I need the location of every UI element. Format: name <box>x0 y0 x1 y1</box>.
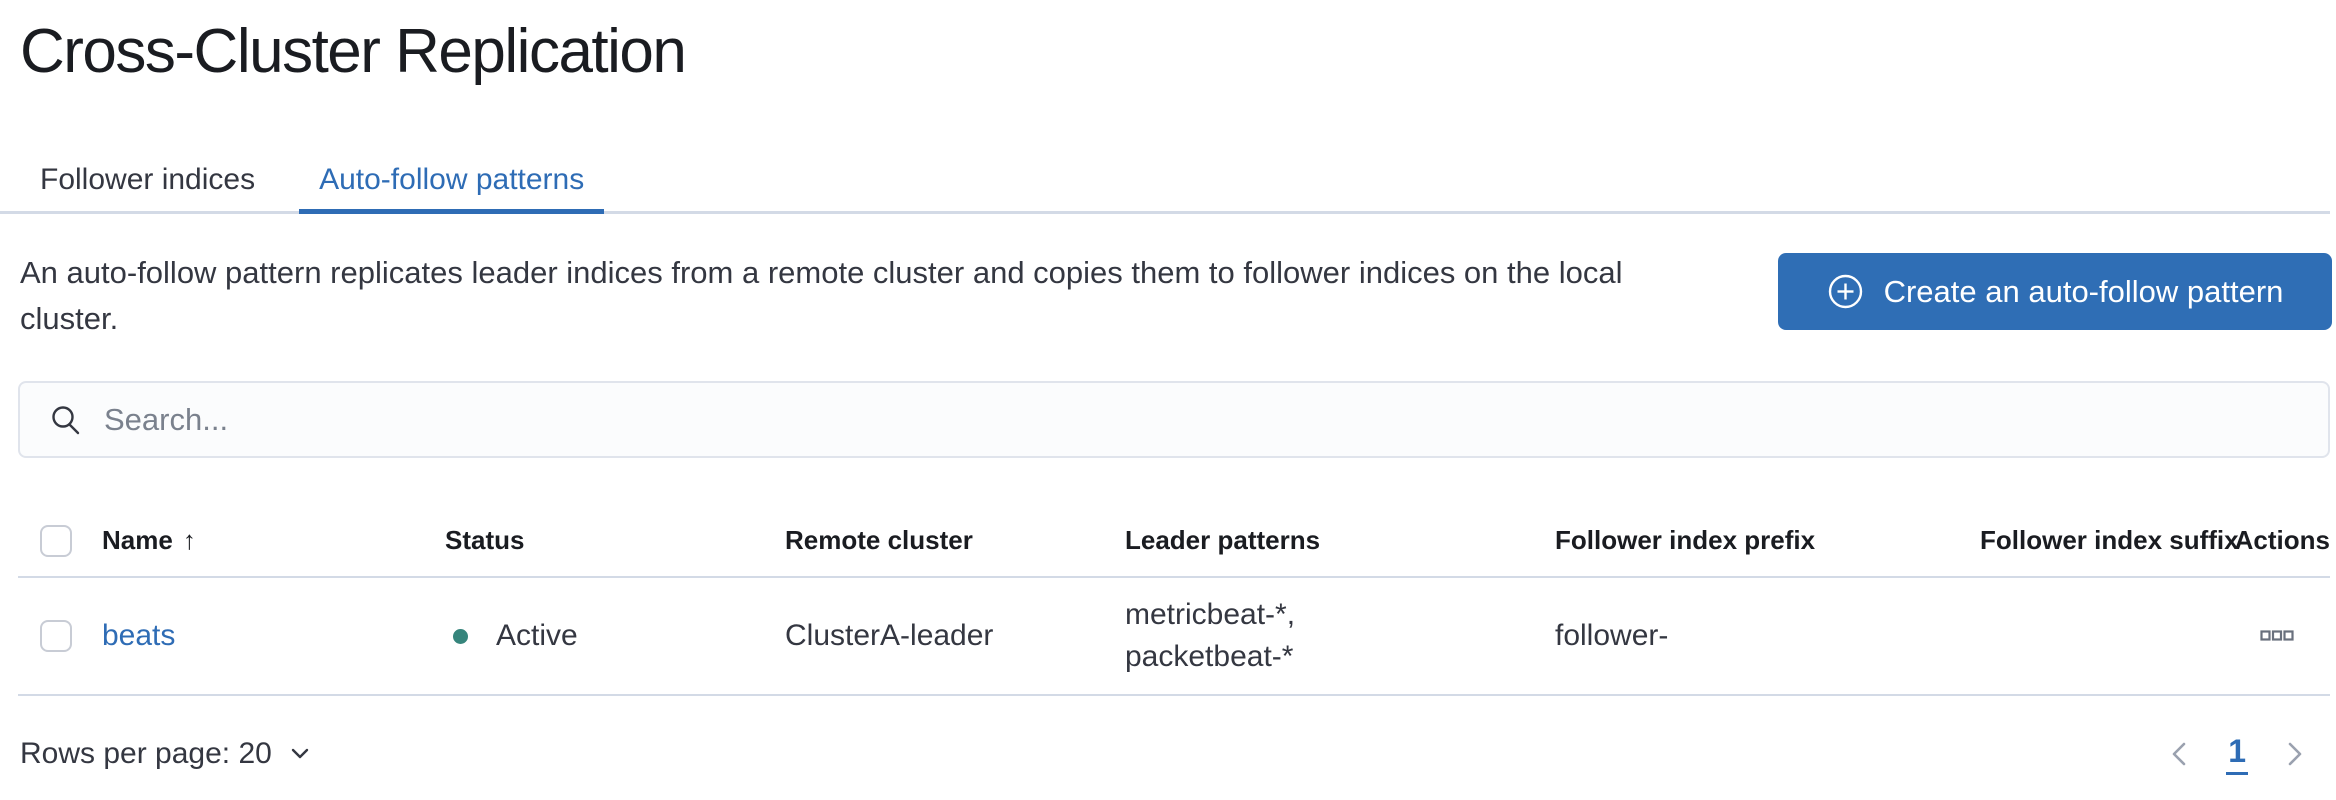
table-row: beats Active ClusterA-leader metricbeat-… <box>18 578 2330 696</box>
column-header-name[interactable]: Name ↑ <box>102 525 445 556</box>
create-auto-follow-pattern-button[interactable]: Create an auto-follow pattern <box>1778 253 2332 330</box>
previous-page-button[interactable] <box>2162 735 2196 773</box>
status-cell: Active <box>445 619 785 653</box>
chevron-right-icon <box>2280 737 2310 771</box>
search-input[interactable] <box>104 401 2312 438</box>
select-all-checkbox[interactable] <box>40 524 72 557</box>
page-description: An auto-follow pattern replicates leader… <box>20 255 1623 336</box>
column-header-status: Status <box>445 525 525 555</box>
tab-bar: Follower indices Auto-follow patterns <box>0 148 2330 214</box>
pattern-name-link[interactable]: beats <box>102 619 176 652</box>
page-1-link[interactable]: 1 <box>2226 733 2248 775</box>
column-header-name-label: Name <box>102 525 173 555</box>
column-header-actions: Actions <box>2234 525 2330 555</box>
page-title: Cross-Cluster Replication <box>20 17 687 86</box>
status-label: Active <box>496 619 578 652</box>
name-cell: beats <box>102 619 445 653</box>
leader-pattern-line: packetbeat-* <box>1125 640 1294 673</box>
leader-patterns-cell: metricbeat-*, packetbeat-* <box>1125 594 1555 678</box>
create-button-label: Create an auto-follow pattern <box>1883 273 2284 309</box>
follower-index-prefix-cell: follower- <box>1555 619 1669 652</box>
remote-cluster-cell: ClusterA-leader <box>785 619 994 652</box>
sort-ascending-icon: ↑ <box>182 525 196 555</box>
column-header-follower-index-suffix: Follower index suffix <box>1980 525 2239 555</box>
next-page-button[interactable] <box>2278 735 2312 773</box>
search-icon <box>50 404 82 436</box>
chevron-left-icon <box>2164 737 2194 771</box>
status-active-dot-icon <box>453 628 468 644</box>
search-bar <box>18 381 2330 458</box>
row-checkbox-cell <box>18 620 102 652</box>
rows-per-page-label: Rows per page: 20 <box>20 737 272 770</box>
tab-follower-indices[interactable]: Follower indices <box>40 162 256 196</box>
tab-auto-follow-patterns[interactable]: Auto-follow patterns <box>299 148 605 214</box>
pagination: 1 <box>2162 730 2312 778</box>
column-header-follower-index-prefix: Follower index prefix <box>1555 525 1816 555</box>
select-row-checkbox[interactable] <box>40 620 72 652</box>
boxes-horizontal-icon <box>2260 629 2294 643</box>
row-actions-button[interactable] <box>2256 626 2298 647</box>
leader-pattern-line: metricbeat-*, <box>1125 598 1296 631</box>
plus-in-circle-icon <box>1827 273 1864 310</box>
table-header-row: Name ↑ Status Remote cluster Leader patte… <box>18 505 2330 578</box>
select-all-checkbox-cell <box>18 524 102 557</box>
chevron-down-icon <box>288 742 312 766</box>
rows-per-page-button[interactable]: Rows per page: 20 <box>20 732 312 776</box>
column-header-remote-cluster: Remote cluster <box>785 525 973 555</box>
column-header-leader-patterns: Leader patterns <box>1125 525 1321 555</box>
actions-cell <box>2256 626 2298 647</box>
